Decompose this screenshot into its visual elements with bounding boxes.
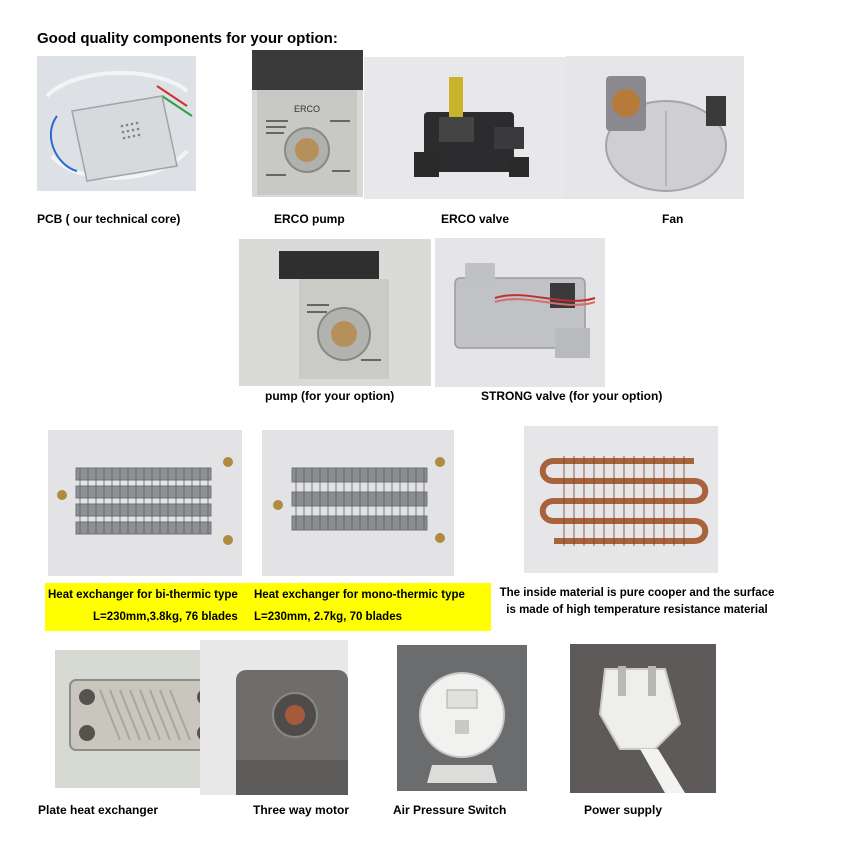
bi-thermic-exchanger-photo <box>48 430 242 576</box>
pump-photo <box>239 239 431 386</box>
three-way-motor-caption: Three way motor <box>253 803 350 817</box>
bi-thermic-title: Heat exchanger for bi-thermic type <box>48 589 238 601</box>
mono-thermic-spec: L=230mm, 2.7kg, 70 blades <box>254 611 402 623</box>
pump-brand-label: ERCO <box>294 104 320 114</box>
erco-valve-photo <box>364 57 567 199</box>
pcb-caption: PCB ( our technical core) <box>37 212 181 226</box>
mono-thermic-exchanger-photo <box>262 430 454 576</box>
erco-pump-photo: ERCO <box>252 50 363 197</box>
erco-pump-caption: ERCO pump <box>274 212 345 226</box>
air-pressure-switch-caption: Air Pressure Switch <box>393 803 507 817</box>
air-pressure-switch-photo <box>397 645 527 791</box>
fan-caption: Fan <box>662 212 684 226</box>
material-note: The inside material is pure cooper and t… <box>492 585 782 619</box>
page-title: Good quality components for your option: <box>37 30 338 47</box>
three-way-motor-photo <box>200 640 348 795</box>
material-note-line2: is made of high temperature resistance m… <box>506 604 768 616</box>
power-supply-photo <box>570 644 716 793</box>
pump-caption: pump (for your option) <box>265 389 395 403</box>
plate-heat-exchanger-caption: Plate heat exchanger <box>38 803 159 817</box>
heat-exchanger-spec-highlight <box>45 583 491 631</box>
mono-thermic-title: Heat exchanger for mono-thermic type <box>254 589 465 601</box>
strong-valve-caption: STRONG valve (for your option) <box>481 389 663 403</box>
power-supply-caption: Power supply <box>584 803 663 817</box>
material-note-line1: The inside material is pure cooper and t… <box>499 587 775 599</box>
erco-valve-caption: ERCO valve <box>441 212 510 226</box>
copper-exchanger-photo <box>524 426 718 573</box>
strong-valve-photo <box>435 238 605 387</box>
pcb-photo <box>37 56 196 191</box>
bi-thermic-spec: L=230mm,3.8kg, 76 blades <box>93 611 238 623</box>
fan-photo <box>566 56 744 199</box>
